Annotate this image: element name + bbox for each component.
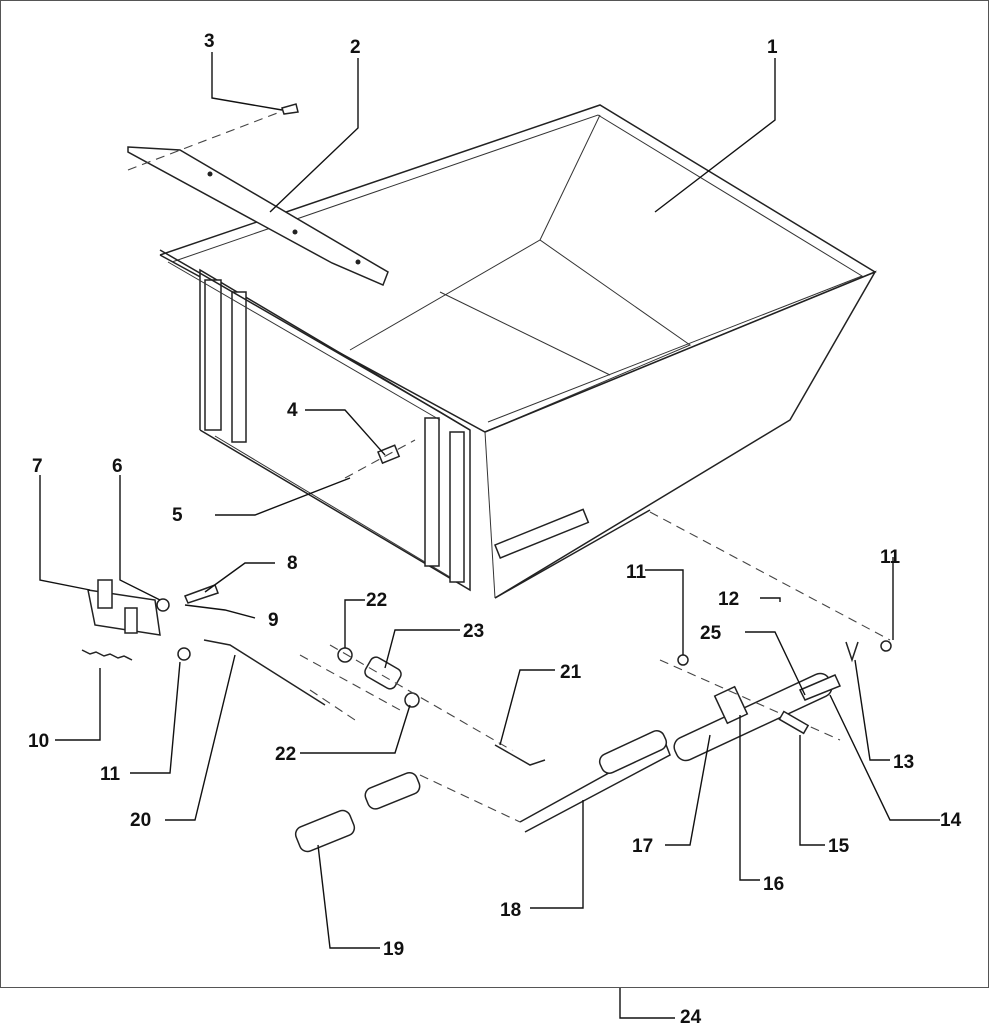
callout-9: 9 xyxy=(268,610,279,631)
callout-7: 7 xyxy=(32,456,43,477)
callout-5: 5 xyxy=(172,505,183,526)
rod-20 xyxy=(203,639,401,721)
nut-11-left xyxy=(177,647,191,661)
callout-17: 17 xyxy=(632,836,653,857)
callout-4: 4 xyxy=(287,400,298,421)
spring xyxy=(81,649,133,661)
callout-2: 2 xyxy=(350,37,361,58)
shaft-21 xyxy=(494,744,546,766)
callout-23: 23 xyxy=(463,621,484,642)
callout-24: 24 xyxy=(680,1007,702,1024)
callout-10: 10 xyxy=(28,731,49,752)
nuts-11-right xyxy=(677,640,892,666)
screw-3 xyxy=(281,103,299,115)
callout-20: 20 xyxy=(130,810,151,831)
handle-assembly xyxy=(294,730,671,853)
callout-13: 13 xyxy=(893,752,914,773)
pin-15 xyxy=(778,710,810,735)
hinge-bracket xyxy=(87,579,170,636)
clip-13 xyxy=(845,641,859,663)
callout-15: 15 xyxy=(828,836,850,857)
bolt-8 xyxy=(183,584,219,604)
shaft-tube xyxy=(649,511,891,762)
callout-19: 19 xyxy=(383,939,404,960)
callout-12: 12 xyxy=(718,589,739,610)
roller-23 xyxy=(329,644,521,756)
callout-16: 16 xyxy=(763,874,784,895)
callout-8: 8 xyxy=(287,553,298,574)
callout-18: 18 xyxy=(500,900,521,921)
callout-6: 6 xyxy=(112,456,123,477)
callout-22b: 22 xyxy=(275,744,296,765)
leader-lines xyxy=(39,52,940,1019)
callout-3: 3 xyxy=(204,31,215,52)
hopper-body xyxy=(159,104,877,599)
callout-14: 14 xyxy=(940,810,962,831)
diagram-frame xyxy=(0,0,989,988)
callout-21: 21 xyxy=(560,662,582,683)
callout-11c: 11 xyxy=(880,547,901,568)
callout-22a: 22 xyxy=(366,590,387,611)
callouts: 1 2 3 4 5 6 7 8 9 10 11 11 11 12 13 14 1… xyxy=(28,31,962,1024)
cover-plate xyxy=(127,111,389,286)
callout-11a: 11 xyxy=(626,562,647,583)
callout-25: 25 xyxy=(700,623,722,644)
callout-1: 1 xyxy=(767,37,778,58)
callout-11b: 11 xyxy=(100,764,121,785)
latch-pin xyxy=(344,439,416,479)
